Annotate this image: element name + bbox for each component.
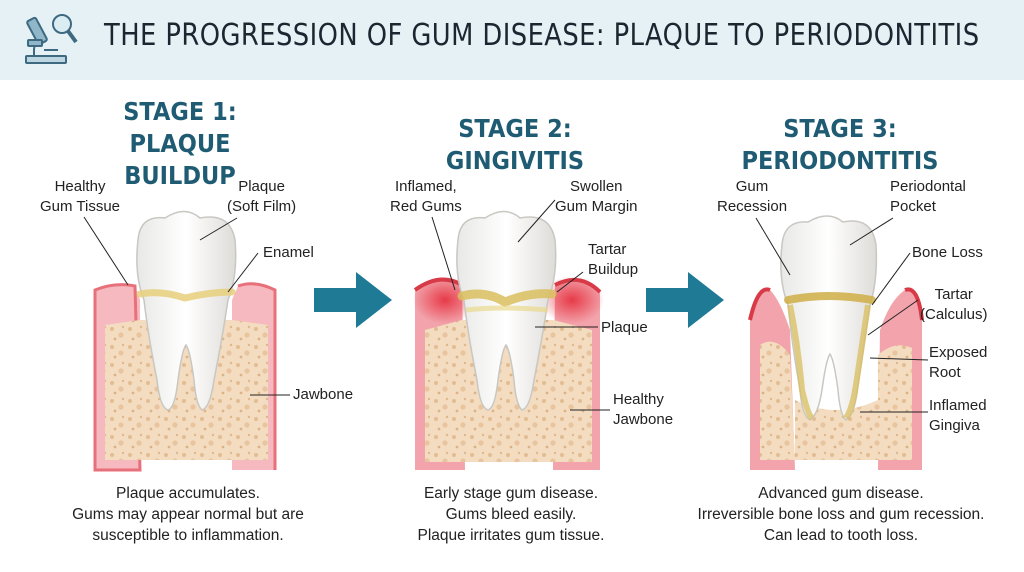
header-banner: THE PROGRESSION OF GUM DISEASE: PLAQUE T…: [0, 0, 1024, 80]
stage2-title: STAGE 2: GINGIVITIS: [445, 114, 585, 175]
stage2-tooth-diagram: [413, 199, 610, 470]
arrow-right-icon: [314, 272, 392, 328]
label-healthy-jawbone: Healthy Jawbone: [613, 391, 674, 428]
stage2-caption: Early stage gum disease. Gums bleed easi…: [417, 485, 605, 544]
stage1-title: STAGE 1: PLAQUE BUILDUP: [123, 97, 237, 190]
label-periodontal-pocket: Periodontal Pocket: [890, 178, 966, 215]
stage1-tooth-diagram: [83, 210, 290, 472]
label-bone-loss: Bone Loss: [912, 244, 983, 261]
label-plaque-stage2: Plaque: [601, 319, 648, 336]
label-swollen-margin: Swollen Gum Margin: [555, 178, 638, 215]
label-plaque: Plaque (Soft Film): [227, 178, 297, 215]
label-exposed-root: Exposed Root: [929, 344, 988, 381]
label-enamel: Enamel: [263, 244, 314, 261]
stage3-caption: Advanced gum disease. Irreversible bone …: [697, 485, 985, 544]
arrow-right-icon: [646, 272, 724, 328]
label-inflamed-gums: Inflamed, Red Gums: [390, 178, 462, 215]
microscope-icon: [25, 14, 78, 64]
page-title: THE PROGRESSION OF GUM DISEASE: PLAQUE T…: [104, 18, 980, 53]
label-tartar-calculus: Tartar (Calculus): [920, 286, 988, 323]
stage1-caption: Plaque accumulates. Gums may appear norm…: [72, 485, 304, 544]
stage3-title: STAGE 3: PERIODONTITIS: [741, 114, 939, 175]
label-healthy-gum: Healthy Gum Tissue: [40, 178, 121, 215]
label-inflamed-gingiva: Inflamed Gingiva: [929, 397, 987, 434]
label-tartar-buildup: Tartar Buildup: [588, 241, 639, 278]
label-jawbone: Jawbone: [293, 386, 354, 403]
label-gum-recession: Gum Recession: [717, 178, 788, 215]
stage3-tooth-diagram: [748, 215, 929, 470]
